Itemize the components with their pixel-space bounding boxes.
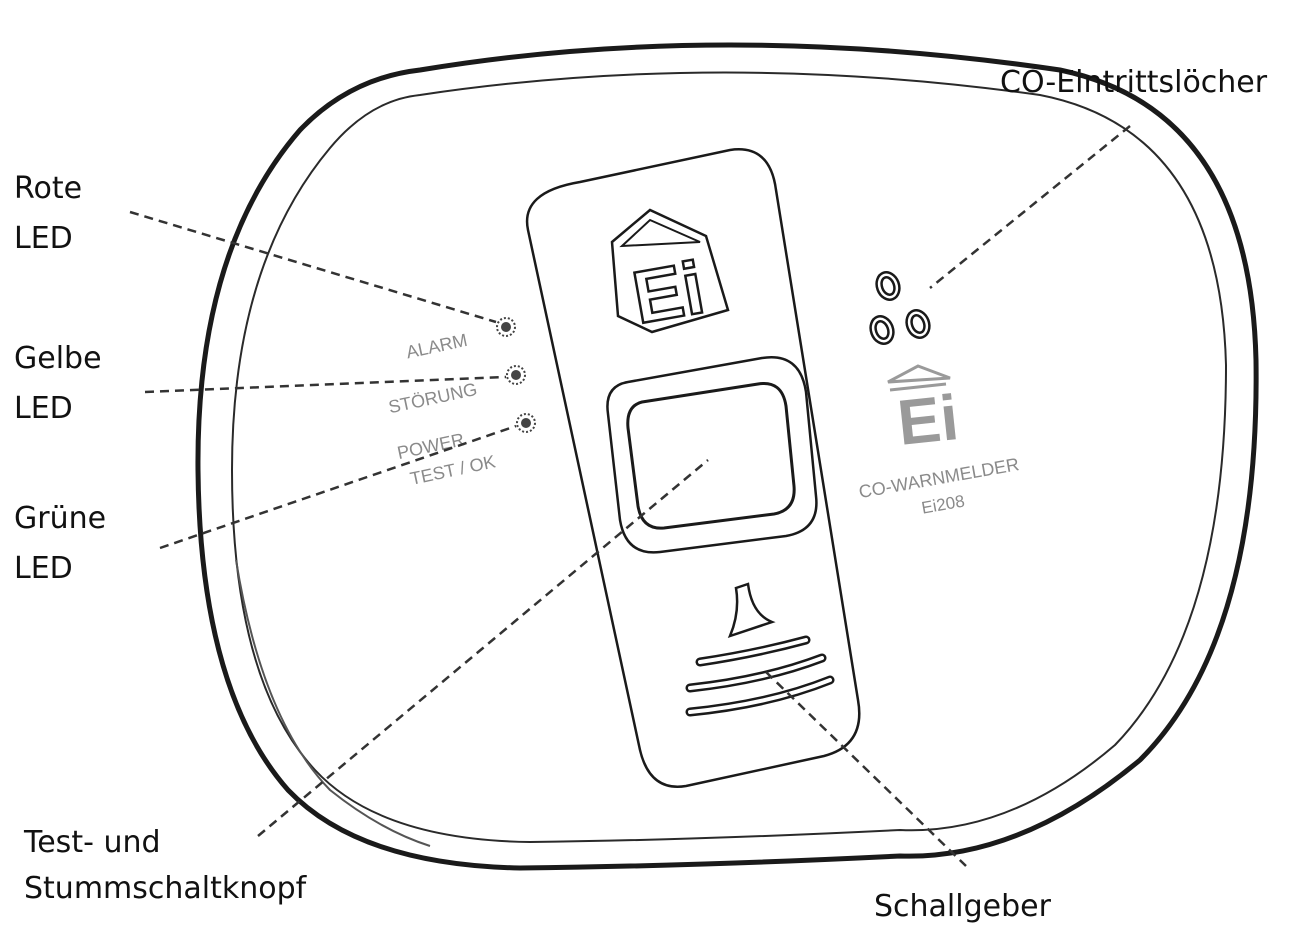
leader-sounder xyxy=(765,671,967,867)
yellow-led-icon xyxy=(506,365,526,385)
test-hush-button[interactable] xyxy=(606,355,818,554)
brand-logo-text: Ei xyxy=(894,381,962,459)
top-logo-text: Ei xyxy=(627,246,710,340)
callout-test-button: Test- und Stummschaltknopf xyxy=(24,825,307,906)
brand-logo-icon: Ei xyxy=(887,364,962,459)
callout-yellow-led: Gelbe LED xyxy=(14,341,102,426)
leader-lines xyxy=(129,125,1131,867)
top-logo-icon: Ei xyxy=(610,208,730,341)
leader-test-button xyxy=(257,459,709,837)
leader-yellow-led xyxy=(144,375,507,394)
leader-red-led xyxy=(129,210,497,324)
callout-green-led: Grüne LED xyxy=(14,501,107,586)
green-led-icon xyxy=(516,413,536,433)
callout-red-led: Rote LED xyxy=(14,171,83,256)
callout-sounder: Schallgeber xyxy=(874,889,1051,924)
sounder-icon xyxy=(685,582,835,717)
red-led-icon xyxy=(496,317,516,337)
housing-rim-shadow xyxy=(235,559,431,847)
leader-co-holes xyxy=(929,125,1131,289)
callout-co-holes: CO-Eintrittslöcher xyxy=(1000,65,1268,100)
co-entry-holes-icon xyxy=(869,271,931,345)
leader-green-led xyxy=(159,424,517,550)
